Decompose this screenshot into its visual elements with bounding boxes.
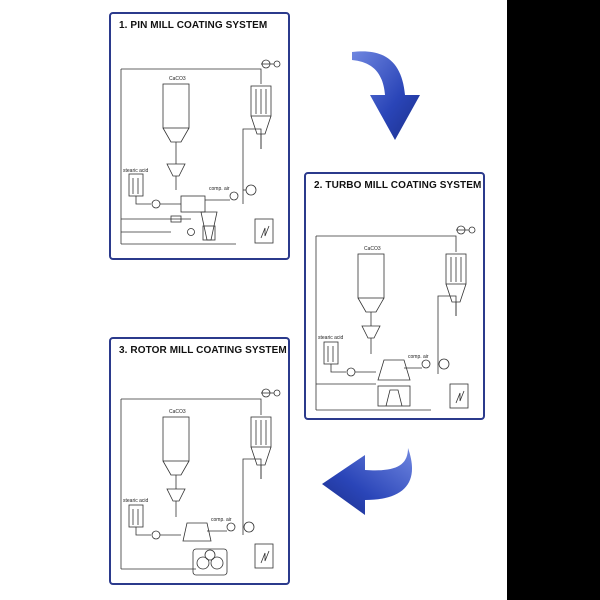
label-stearic-acid: stearic acid [123,168,149,174]
panel-title: 1. PIN MILL COATING SYSTEM [119,20,268,31]
label-caco3: CaCO3 [169,409,186,415]
label-comp-air: comp. air [408,354,429,360]
down-arrow-icon [352,51,420,140]
rotor-mill-schematic: CaCO3 stearic acid comp. air [120,388,281,576]
panel-title: 3. ROTOR MILL COATING SYSTEM [119,345,287,356]
label-comp-air: comp. air [209,186,230,192]
label-caco3: CaCO3 [169,76,186,82]
label-comp-air: comp. air [211,517,232,523]
label-caco3: CaCO3 [364,246,381,252]
panel-rotor-mill: 3. ROTOR MILL COATING SYSTEM [109,337,290,585]
panel-title: 2. TURBO MILL COATING SYSTEM [314,180,482,191]
panel-pin-mill: 1. PIN MILL COATING SYSTEM [109,12,290,260]
left-arrow-icon [322,448,413,515]
right-edge-bar [507,0,600,600]
turbo-mill-schematic: CaCO3 stearic acid comp. air [315,225,476,411]
pin-mill-schematic: CaCO3 stearic acid comp. air [120,59,281,245]
panel-turbo-mill: 2. TURBO MILL COATING SYSTEM [304,172,485,420]
label-stearic-acid: stearic acid [123,498,149,504]
label-stearic-acid: stearic acid [318,335,344,341]
